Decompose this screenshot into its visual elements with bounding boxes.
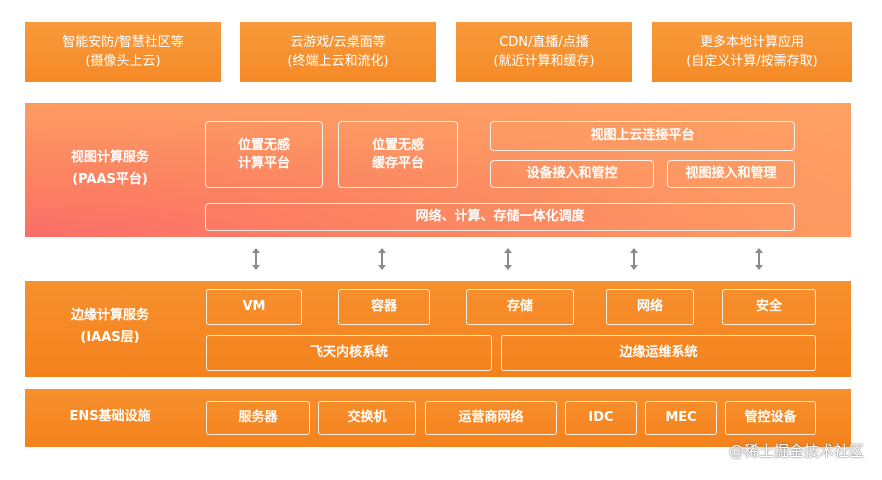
ens-layer: ENS基础设施 服务器 交换机 运营商网络 IDC MEC 管控设备 [25,389,851,447]
app-box-cloud-gaming: 云游戏/云桌面等 (终端上云和流化) [240,22,436,82]
storage-label: 存储 [506,299,533,314]
device-access-box: 设备接入和管控 [490,160,654,188]
server-box: 服务器 [206,401,310,435]
device-access-label: 设备接入和管控 [526,166,618,181]
iaas-title-sub: (IAAS层) [80,330,140,345]
security-box: 安全 [722,289,816,325]
iaas-title-main: 边缘计算服务 [70,308,149,323]
storage-box: 存储 [466,289,574,325]
watermark: @稀土掘金技术社区 [728,442,864,460]
server-label: 服务器 [238,410,278,425]
app-box-subtitle: (摄像头上云) [85,54,161,69]
network-label: 网络 [636,299,663,314]
app-box-subtitle: (自定义计算/按需存取) [686,54,818,69]
scheduling-box: 网络、计算、存储一体化调度 [205,203,795,231]
cache-platform-line2: 缓存平台 [371,155,424,171]
mec-label: MEC [665,410,697,425]
app-box-local-compute: 更多本地计算应用 (自定义计算/按需存取) [652,22,852,82]
paas-layer-title: 视图计算服务 (PAAS平台) [43,147,177,191]
kernel-system-label: 飞天内核系统 [309,345,388,360]
paas-layer: 视图计算服务 (PAAS平台) 位置无感 计算平台 位置无感 缓存平台 视图上云… [25,103,851,237]
app-box-security: 智能安防/智慧社区等 (摄像头上云) [25,22,221,82]
double-arrow-icon [754,247,764,271]
cloud-connect-label: 视图上云连接平台 [590,128,695,143]
scheduling-label: 网络、计算、存储一体化调度 [415,209,585,224]
double-arrow-icon [377,247,387,271]
network-box: 网络 [606,289,694,325]
app-box-title: 智能安防/智慧社区等 [62,35,184,50]
vm-label: VM [242,299,266,314]
control-device-label: 管控设备 [744,410,797,425]
paas-title-main: 视图计算服务 [70,150,149,165]
app-box-cdn: CDN/直播/点播 (就近计算和缓存) [456,22,632,82]
switch-label: 交换机 [347,410,387,425]
mec-box: MEC [645,401,717,435]
paas-title-sub: (PAAS平台) [72,172,148,187]
cloud-connect-box: 视图上云连接平台 [490,121,795,151]
ops-system-label: 边缘运维系统 [619,345,698,360]
ens-title: ENS基础设施 [69,409,151,424]
security-label: 安全 [755,299,782,314]
view-access-label: 视图接入和管理 [685,166,777,181]
app-box-title: CDN/直播/点播 [499,35,589,50]
iaas-layer: 边缘计算服务 (IAAS层) VM 容器 存储 网络 安全 飞天内核系统 边缘运… [25,281,851,377]
iaas-layer-title: 边缘计算服务 (IAAS层) [43,305,177,349]
app-box-subtitle: (就近计算和缓存) [493,54,595,69]
idc-label: IDC [588,410,614,425]
idc-box: IDC [565,401,637,435]
compute-platform-line2: 计算平台 [237,155,290,171]
double-arrow-icon [629,247,639,271]
ops-system-box: 边缘运维系统 [501,335,816,371]
compute-platform-line1: 位置无感 [237,137,290,153]
cache-platform-line1: 位置无感 [371,137,424,153]
control-device-box: 管控设备 [725,401,816,435]
app-box-title: 更多本地计算应用 [699,35,804,50]
double-arrow-icon [251,247,261,271]
app-box-subtitle: (终端上云和流化) [287,54,389,69]
switch-box: 交换机 [318,401,416,435]
cache-platform-box: 位置无感 缓存平台 [338,121,458,188]
compute-platform-box: 位置无感 计算平台 [205,121,323,188]
carrier-network-box: 运营商网络 [425,401,557,435]
kernel-system-box: 飞天内核系统 [206,335,492,371]
app-box-title: 云游戏/云桌面等 [290,35,386,50]
container-box: 容器 [338,289,430,325]
carrier-network-label: 运营商网络 [458,410,524,425]
vm-box: VM [206,289,302,325]
container-label: 容器 [370,299,397,314]
ens-layer-title: ENS基础设施 [43,406,177,428]
double-arrow-icon [503,247,513,271]
view-access-box: 视图接入和管理 [667,160,795,188]
